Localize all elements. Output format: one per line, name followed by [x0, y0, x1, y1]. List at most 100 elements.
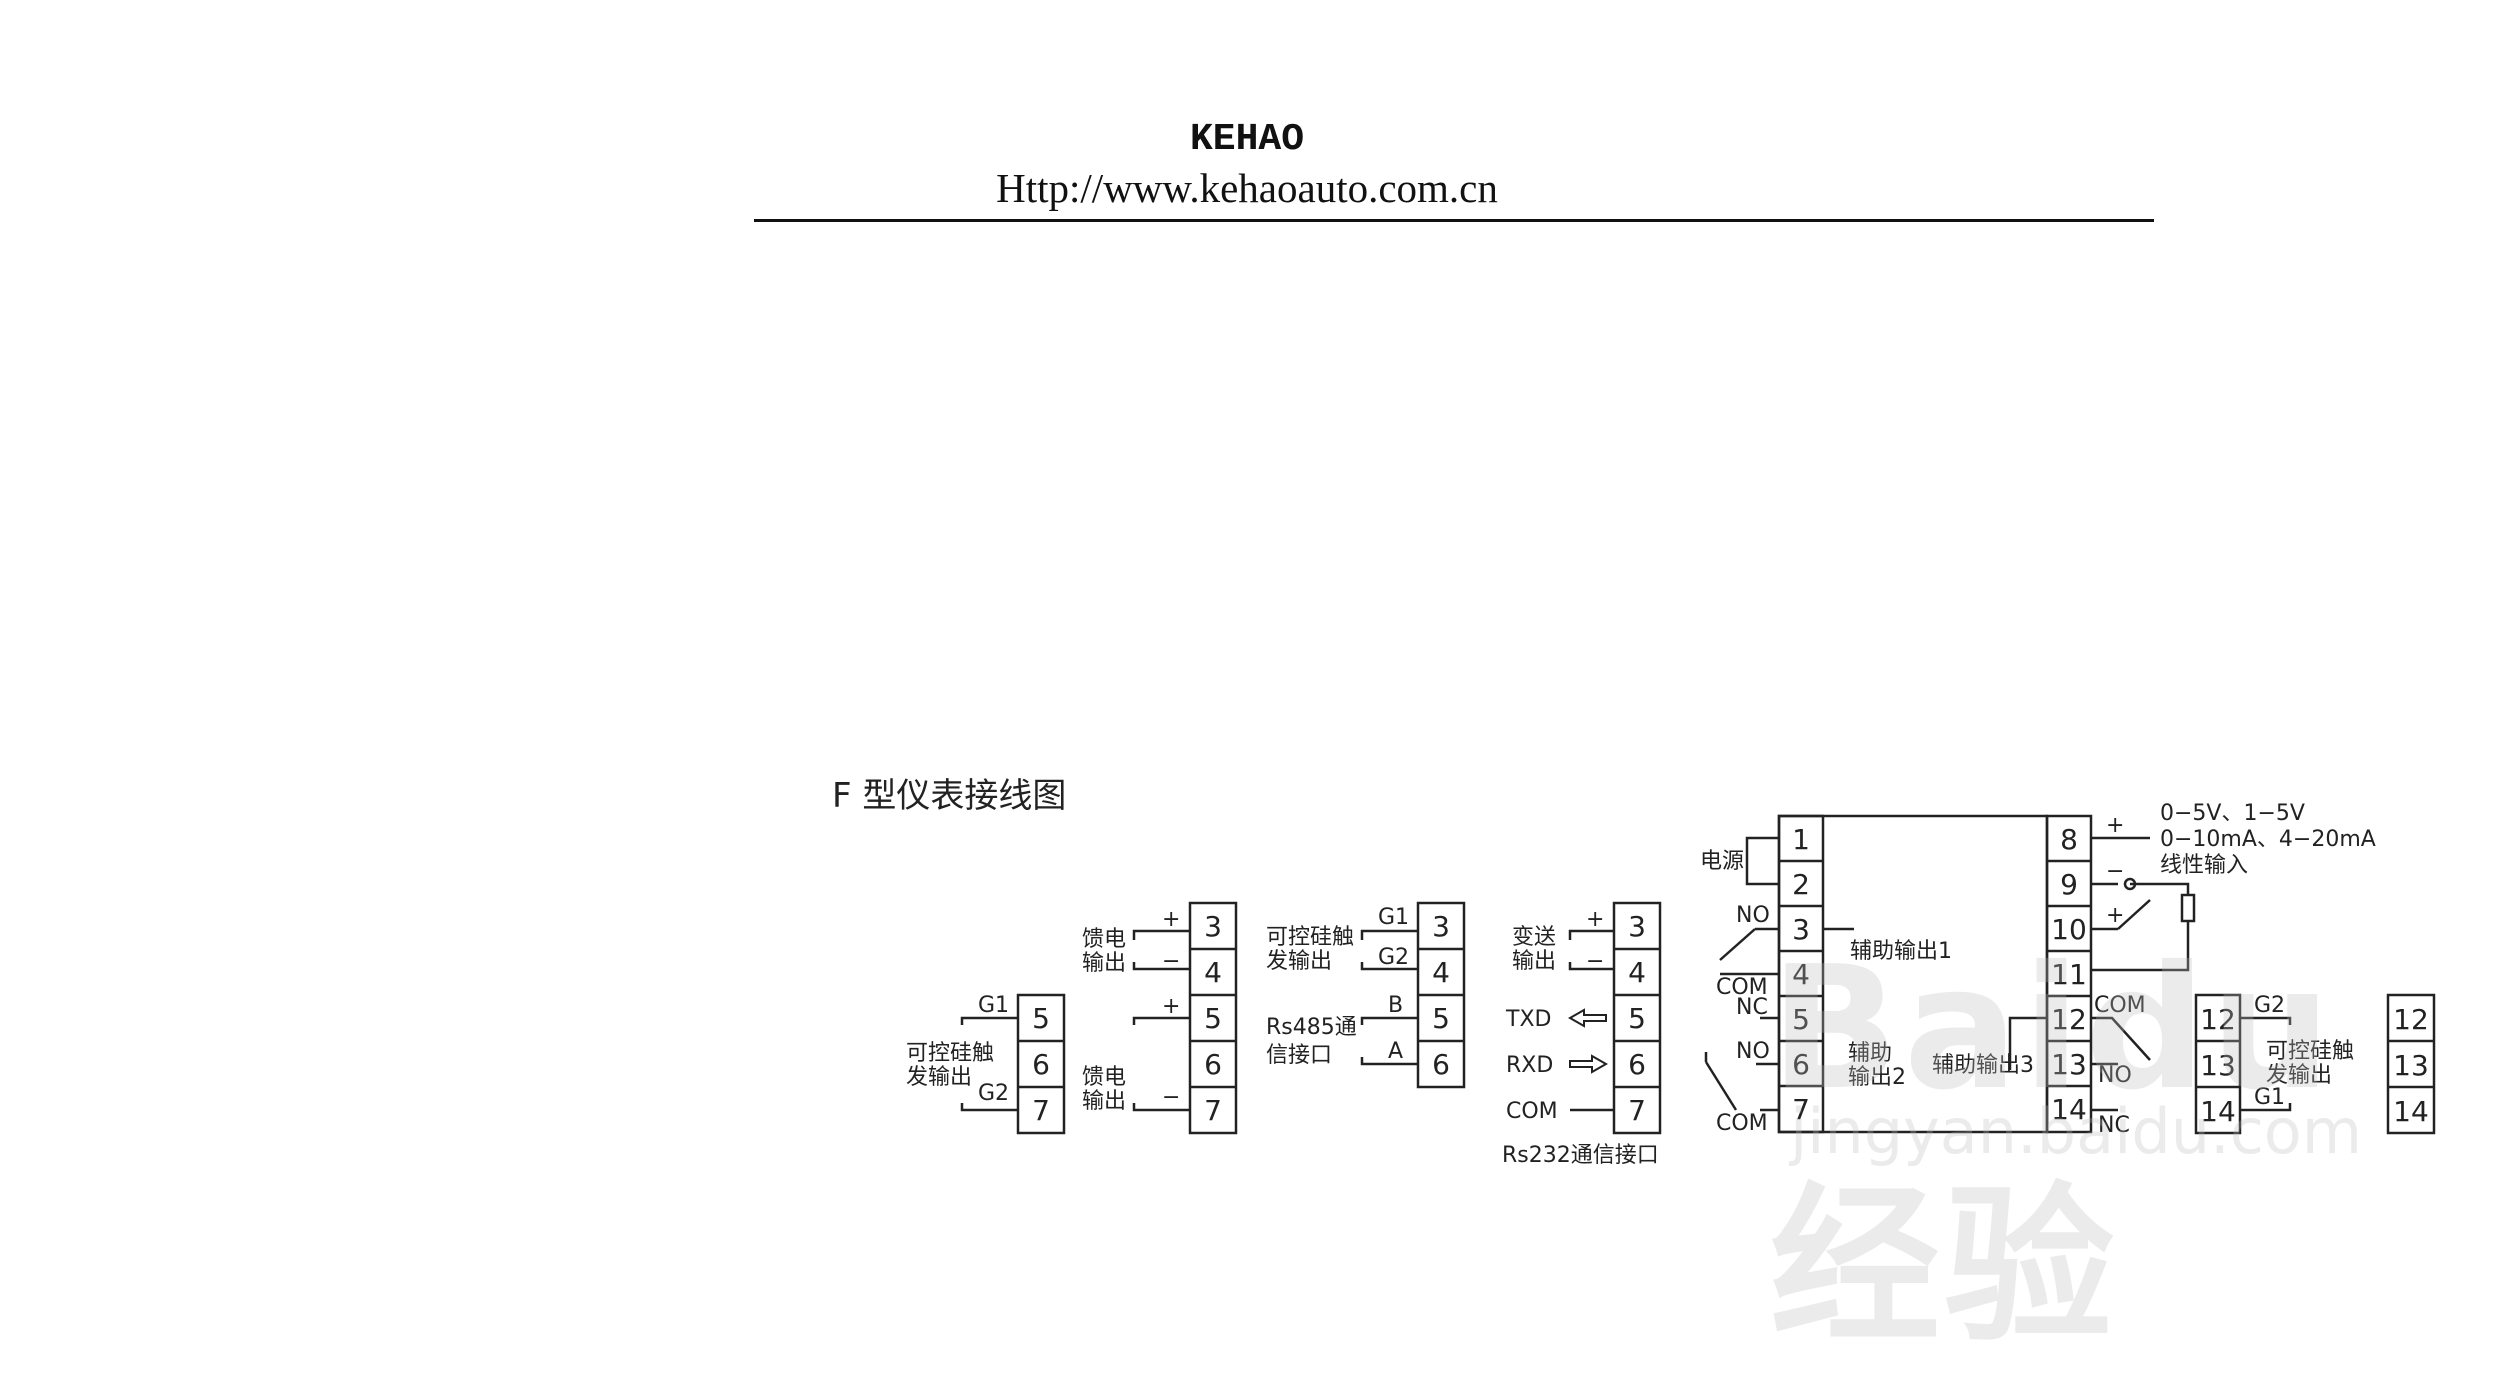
side-label: 发输出: [1266, 949, 1332, 974]
terminal-block: [1612, 901, 1662, 1135]
wire-label: B: [1388, 993, 1403, 1018]
wire-label: G2: [978, 1081, 1009, 1106]
rxd-arrow: [1569, 1054, 1609, 1074]
brand-title: KEHAO: [1189, 118, 1305, 161]
rxd-label: RXD: [1506, 1053, 1553, 1078]
header-divider: [754, 219, 2154, 222]
watermark-url: jingyan.baidu.com: [1790, 1095, 2363, 1168]
side-label: 可控硅触: [2266, 1039, 2354, 1064]
terminal-number: 3: [1792, 913, 1810, 946]
polarity-sign: +: [2106, 903, 2124, 928]
terminal-number: 7: [1628, 1094, 1646, 1127]
terminal-number: 4: [1432, 956, 1450, 989]
terminal-number: 14: [2393, 1095, 2429, 1128]
relay-com-label: COM: [2094, 993, 2146, 1018]
terminal-number: 2: [1792, 868, 1810, 901]
relay-nc-label: NC: [1736, 995, 1768, 1020]
terminal-block: [2194, 993, 2242, 1135]
polarity-sign: −: [1162, 1085, 1180, 1110]
polarity-sign: −: [1586, 949, 1604, 974]
terminal-number: 12: [2200, 1003, 2236, 1036]
rs232-caption: Rs232通信接口: [1502, 1143, 1659, 1168]
terminal-number: 5: [1204, 1002, 1222, 1035]
wire-label: G1: [2254, 1085, 2285, 1110]
polarity-sign: +: [2106, 813, 2124, 838]
diagram-feed-output: 3 4 5 6 7 + − + − 馈电 输出 馈电 输出: [1082, 901, 1238, 1135]
terminal-number: 5: [1432, 1002, 1450, 1035]
terminal-number: 4: [1792, 958, 1810, 991]
section-title: F 型仪表接线图: [832, 776, 1067, 816]
side-label: 馈电: [1082, 927, 1126, 952]
wiring-diagrams: 5 6 7 G1 G2 可控硅触 发输出 3 4 5 6 7 + − + − 馈…: [906, 801, 2436, 1168]
terminal-number: 6: [1204, 1048, 1222, 1081]
polarity-sign: +: [1586, 907, 1604, 932]
terminal-number: 6: [1432, 1048, 1450, 1081]
wire-label: G2: [1378, 945, 1409, 970]
input-type-label: 线性输入: [2160, 853, 2248, 878]
website-url: Http://www.kehaoauto.com.cn: [996, 165, 1498, 211]
terminal-number: 7: [1792, 1093, 1810, 1126]
terminal-number: 8: [2060, 823, 2078, 856]
relay-nc-label: NC: [2098, 1113, 2130, 1138]
aux-output-1-label: 辅助输出1: [1850, 939, 1952, 964]
polarity-sign: −: [1162, 949, 1180, 974]
terminal-number: 12: [2393, 1003, 2429, 1036]
relay-no-label: NO: [2098, 1063, 2132, 1088]
terminal-number: 3: [1204, 910, 1222, 943]
side-label: 输出: [1082, 951, 1126, 976]
terminal-number: 3: [1628, 910, 1646, 943]
right-terminal-block: [2045, 814, 2093, 1134]
diagram-terminals-12-14: 12 13 14: [2386, 993, 2436, 1135]
terminal-number: 14: [2051, 1093, 2087, 1126]
input-range-label: 0−5V、1−5V: [2160, 801, 2305, 826]
side-label: 发输出: [2266, 1063, 2332, 1088]
terminal-number: 7: [1204, 1094, 1222, 1127]
side-label: 可控硅触: [906, 1041, 994, 1066]
terminal-number: 3: [1432, 910, 1450, 943]
diagram-scr-output-1: 5 6 7 G1 G2 可控硅触 发输出: [906, 993, 1066, 1135]
side-label: Rs485通: [1266, 1015, 1357, 1040]
terminal-number: 5: [1032, 1002, 1050, 1035]
txd-label: TXD: [1505, 1007, 1551, 1032]
terminal-number: 13: [2393, 1049, 2429, 1082]
side-label: 信接口: [1266, 1043, 1332, 1068]
side-label: 可控硅触: [1266, 925, 1354, 950]
resistor-symbol: [2180, 893, 2196, 923]
terminal-number: 9: [2060, 868, 2078, 901]
polarity-sign: −: [2106, 859, 2124, 884]
wire-label: A: [1388, 1039, 1403, 1064]
terminal-number: 7: [1032, 1094, 1050, 1127]
relay-no-label: NO: [1736, 903, 1770, 928]
side-label: 发输出: [906, 1065, 972, 1090]
com-label: COM: [1506, 1099, 1558, 1124]
terminal-number: 12: [2051, 1003, 2087, 1036]
terminal-number: 1: [1792, 823, 1810, 856]
terminal-block: [2386, 993, 2436, 1135]
side-label: 输出: [1512, 949, 1556, 974]
input-range-label: 0−10mA、4−20mA: [2160, 827, 2376, 852]
polarity-sign: +: [1162, 994, 1180, 1019]
side-label: 变送: [1512, 925, 1556, 950]
terminal-number: 13: [2200, 1049, 2236, 1082]
terminal-number: 5: [1628, 1002, 1646, 1035]
terminal-number: 5: [1792, 1003, 1810, 1036]
wire-label: G2: [2254, 993, 2285, 1018]
txd-arrow: [1567, 1008, 1607, 1028]
diagram-main-instrument: 1 2 3 4 5 6 7 8 9 10 11 12 13 14 电源 NO C…: [1700, 801, 2376, 1138]
diagram-scr-output-2: 12 13 14 G2 G1 可控硅触 发输出: [2194, 993, 2354, 1135]
terminal-number: 11: [2051, 958, 2087, 991]
wire-label: G1: [978, 993, 1009, 1018]
side-label: 馈电: [1082, 1065, 1126, 1090]
terminal-number: 4: [1204, 956, 1222, 989]
terminal-number: 6: [1032, 1048, 1050, 1081]
diagram-rs232: 3 4 5 6 7 + − 变送 输出 TXD RXD COM Rs232通信接…: [1502, 901, 1662, 1168]
terminal-number: 6: [1628, 1048, 1646, 1081]
relay-com-label: COM: [1716, 1111, 1768, 1136]
terminal-number: 6: [1792, 1048, 1810, 1081]
diagram-rs485: 3 4 5 6 G1 G2 B A 可控硅触 发输出 Rs485通 信接口: [1266, 901, 1466, 1089]
terminal-number: 10: [2051, 913, 2087, 946]
aux-output-2-label: 输出2: [1848, 1065, 1906, 1090]
terminal-number: 13: [2051, 1048, 2087, 1081]
aux-output-2-label: 辅助: [1848, 1041, 1892, 1066]
relay-com-label: COM: [1716, 975, 1768, 1000]
